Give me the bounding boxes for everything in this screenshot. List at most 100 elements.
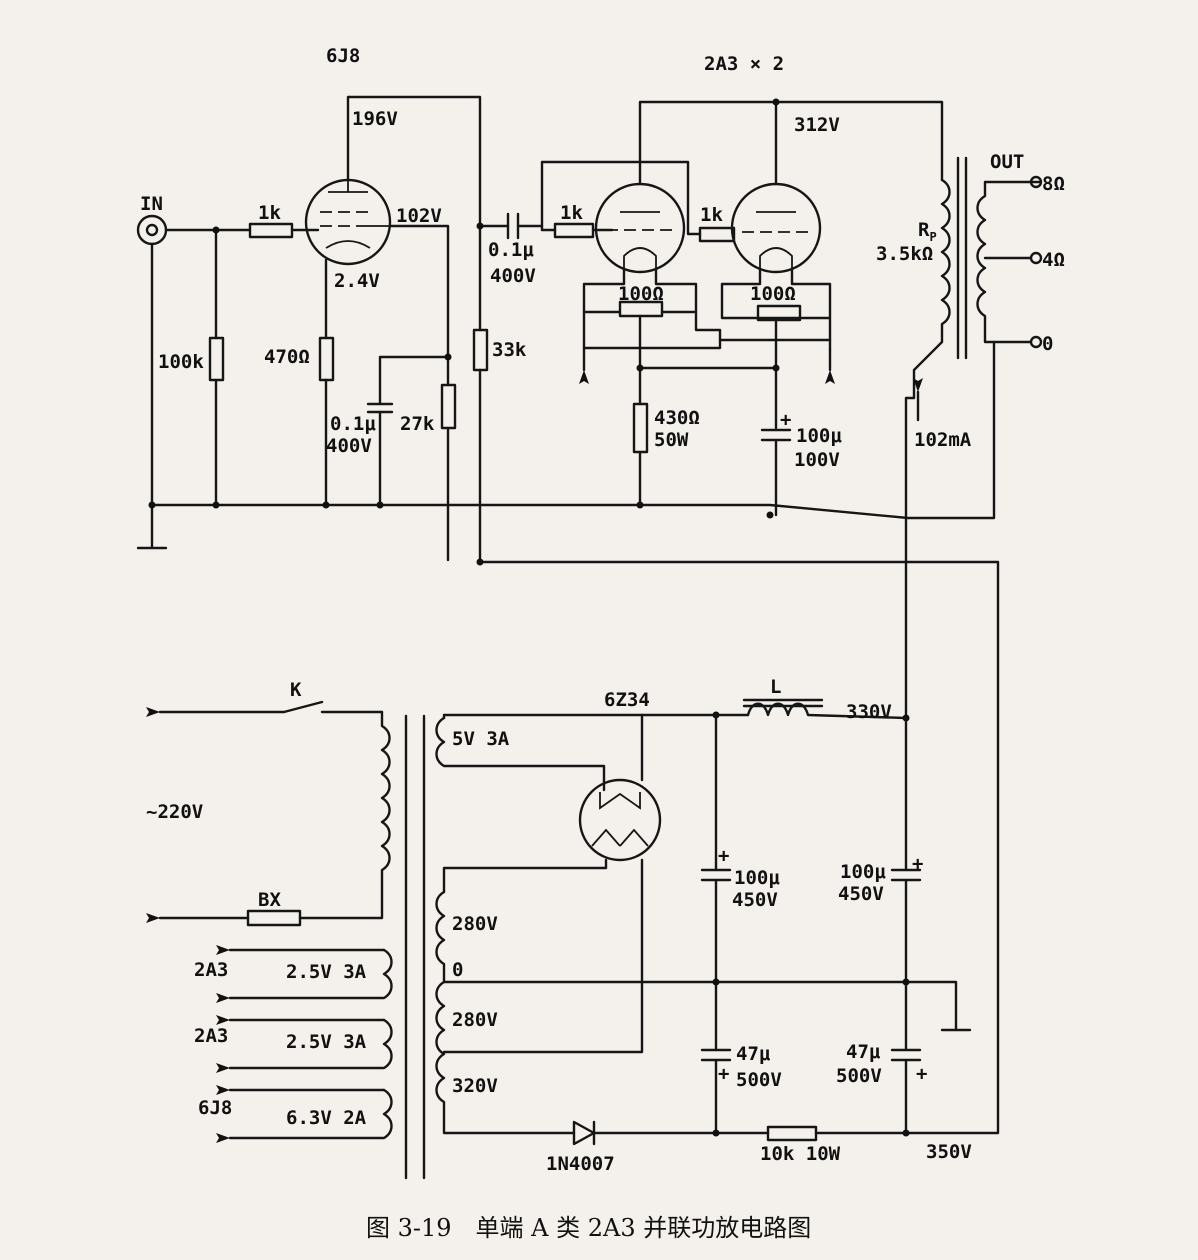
rect-filament-top [442,713,750,720]
primary-winding [298,710,391,920]
choke-label: L [770,676,781,698]
bias-resistor-watts: 50W [654,429,689,451]
grid-stopper-1 [553,222,595,239]
hv-center-tap [442,980,972,1032]
hv-winding [435,890,576,1135]
bias-cap-plus: + [780,409,791,431]
grid-link-wire [540,160,702,236]
ot-core [956,156,968,360]
cathode-resistor [318,336,335,382]
bias-cap-value: 100μ [796,425,842,447]
figure-caption: 图 3-19 单端 A 类 2A3 并联功放电路图 [366,1214,811,1242]
cathode-voltage: 2.4V [334,270,380,292]
heater-winding-1 [216,948,393,1003]
bias-resistor [632,402,649,454]
filter-cap-1 [700,713,732,1052]
switch [282,700,324,714]
winding-5v [435,716,606,792]
output-label: OUT [990,151,1024,173]
screen-wire [388,224,450,562]
diode-label: 1N4007 [546,1153,615,1175]
input-ground [136,242,168,550]
rectifier-anode-2 [442,858,644,1054]
leak-resistor-label: 100k [158,351,204,373]
dropper-resistor [766,1125,818,1142]
output-plate-voltage: 312V [794,114,840,136]
tap-8-label: 8Ω [1042,173,1065,195]
rectifier-tube [578,778,662,862]
filter-cap-2-value: 100μ [840,861,886,883]
output-tubes-label: 2A3 × 2 [704,53,784,75]
filter-cap-1-plus: + [718,845,729,867]
heater-1-tube: 2A3 [194,959,228,981]
screen-capacitor [366,402,394,414]
switch-label: K [290,679,302,701]
power-transformer-core [404,714,426,1180]
b1-voltage: 330V [846,701,892,723]
screen-cap-wire [378,355,450,507]
dropper-label: 10k 10W [760,1143,841,1165]
filter-cap-3-voltage: 500V [736,1069,782,1091]
filter-cap-1-value: 100μ [734,867,780,889]
rp-value: 3.5kΩ [876,243,933,265]
screen-cap-value: 0.1μ [330,413,376,435]
hum-pot-2-label: 100Ω [750,283,796,305]
choke-core [742,698,824,708]
diode [572,1120,770,1146]
heater-3-tube: 6J8 [198,1097,232,1119]
coupling-cap-value: 0.1μ [488,239,534,261]
plate-load-resistor [472,328,489,372]
hv-280-a-label: 280V [452,913,498,935]
filter-cap-3 [700,1048,732,1135]
driver-tube-label: 6J8 [326,45,360,67]
bias-resistor-label: 430Ω [654,407,700,429]
coupling-capacitor [506,212,520,240]
screen-resistor [440,383,457,430]
heater-1-label: 2.5V 3A [286,961,367,983]
filter-cap-4-value: 47μ [846,1041,881,1063]
terminal-8ohm [1029,175,1043,189]
filter-cap-3-value: 47μ [736,1043,771,1065]
hum-pot-1-wires [582,268,722,352]
filter-cap-2 [890,716,922,1052]
hum-pot-2-tap [718,318,832,430]
coupling-cap-voltage: 400V [490,265,536,287]
ot-primary [912,178,951,400]
heater-2-label: 2.5V 3A [286,1031,367,1053]
filter-cap-2-voltage: 450V [838,883,884,905]
filter-cap-4-voltage: 500V [836,1065,882,1087]
screen-resistor-label: 27k [400,413,435,435]
leak-resistor [208,336,225,382]
grid-resistor-label: 1k [258,202,281,224]
filter-cap-3-plus: + [718,1063,729,1085]
b-plus-wire [904,396,916,720]
rectifier-label: 6Z34 [604,689,650,711]
heater-winding-3 [216,1088,393,1143]
choke [746,702,908,720]
output-plate-wire [638,100,944,186]
hum-pot-1-tap [582,310,696,406]
hv-320-label: 320V [452,1075,498,1097]
ground-bus [150,340,996,520]
hv-280-b-label: 280V [452,1009,498,1031]
input-label: IN [140,193,163,215]
tap-0-label: 0 [1042,333,1053,355]
grid-stopper-1-label: 1k [560,202,583,224]
driver-plate-wire [346,95,1000,1135]
grid-resistor [248,222,294,239]
mains-label: ~220V [146,801,203,823]
grid-stopper-2 [698,226,736,243]
hv-center-label: 0 [452,959,463,981]
rectifier-anode-1 [442,858,608,894]
winding-5v-label: 5V 3A [452,728,510,750]
driver-plate-voltage: 196V [352,108,398,130]
output-tube-1 [594,182,686,274]
hum-pot-2 [756,304,802,322]
fuse-label: BX [258,889,281,911]
heater-3-label: 6.3V 2A [286,1107,367,1129]
hum-pot-2-wires [720,268,832,352]
filter-cap-1-voltage: 450V [732,889,778,911]
bias-capacitor [760,428,792,517]
